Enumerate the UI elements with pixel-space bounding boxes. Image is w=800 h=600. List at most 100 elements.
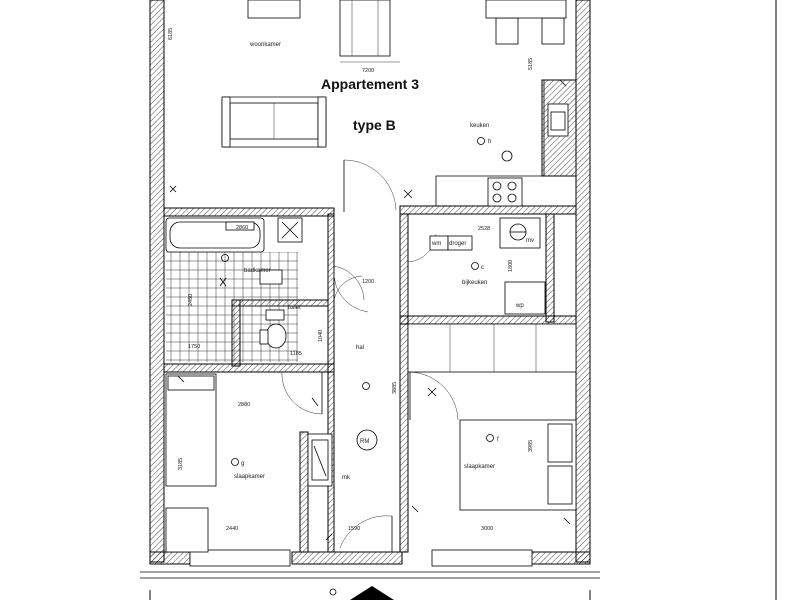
label-rm: RM [360,439,369,445]
dim-slp-r-w: 3000 [481,526,493,532]
toilet-basin [265,309,285,321]
dim-slp-l-h: 3185 [178,458,184,470]
sink-inner [550,111,566,131]
bed-left [165,373,217,487]
dim-bad-w: 2860 [236,225,248,231]
dim-keuken-height: 5185 [528,58,534,70]
dim-bad-h: 2450 [188,294,194,306]
wall-v-mk [299,431,309,553]
room-hal: hal [356,345,364,351]
door-arc-bad [333,265,365,301]
toilet-bowl [265,323,287,349]
dim-bij-w: 2528 [478,226,490,232]
light-icon-keuken [477,137,485,145]
outer-wall-bottom-right [529,551,591,565]
plan-type: type B [353,117,396,133]
light-icon-slp-left [231,458,239,466]
dim-box-bad [225,221,255,231]
wall-h-upper-left [163,207,335,217]
kitchen-counter [435,80,545,206]
room-badkamer: badkamer [244,268,271,274]
label-c: c [481,265,484,271]
outer-wall-right [575,0,591,563]
light-icon-hal [362,382,370,390]
droger-box [447,235,473,251]
wall-v-bij [545,213,555,323]
wall-h-upper-right [399,205,577,215]
pillow-right-1 [547,423,573,463]
mk-zig [313,445,327,477]
burner-3 [492,193,502,203]
label-droger: droger [449,241,466,247]
window-bottom-left [189,549,291,567]
rm-symbol [356,429,378,451]
light-icon-slp-right [486,434,494,442]
door-arc-slp-right [409,371,459,421]
dim-toilet-w: 1185 [290,351,302,357]
dim-hal-h: 3885 [392,382,398,394]
outer-wall-bottom-mid [291,551,403,565]
light-icon-bad [221,254,229,262]
dim-bad-bottom: 1750 [188,344,200,350]
chair-2 [541,17,565,45]
dim-toilet-h: 1040 [318,330,324,342]
pillow-left [167,375,215,391]
mv-box [499,217,541,249]
window-bottom-right [431,549,533,567]
dim-slp-r-h: 3985 [528,440,534,452]
wardrobe-left [165,507,209,553]
wall-h-mid-left [163,363,335,373]
dim-woon-height: 6185 [168,28,174,40]
chair-1 [495,17,519,45]
room-woonkamer: woonkamer [249,42,281,48]
stove [487,177,523,207]
label-h: h [488,139,491,145]
burner-1 [492,181,502,191]
cabinet-top [247,0,301,19]
plan-title: Appartement 3 [321,76,419,92]
door-arc-hal [343,159,397,211]
burner-4 [507,193,517,203]
toilet-tank [259,329,269,345]
point-marker [329,588,337,596]
dim-hal-w: 1200 [362,279,374,285]
outer-wall-left [149,0,165,563]
label-mv: mv [526,238,534,244]
door-arc-bad-2 [333,269,369,313]
dim-bij-h: 1800 [508,260,514,272]
door-arc-hal-2 [333,275,363,301]
room-bijkeuken: bijkeuken [462,280,487,286]
room-slaapkamer-right: slaapkamer [464,464,495,470]
room-keuken: keuken [470,123,489,129]
wp-box [504,281,546,315]
dim-slp-l-bottom: 2440 [226,526,238,532]
door-arc-entry [339,515,393,549]
dim-hal-bottom: 1590 [348,526,360,532]
burner-2 [507,181,517,191]
entry-arrow [350,586,394,600]
wardrobe-right [407,323,577,373]
pendant-icon [501,150,513,162]
room-slaapkamer-left: slaapkamer [234,474,265,480]
outer-wall-bottom-left [149,551,191,565]
electrical-symbols [169,79,571,541]
label-mk: mk [342,475,351,481]
shower-x-2 [281,221,299,239]
wall-v-hal-left [327,213,335,553]
sofa [221,96,327,148]
label-g: g [241,461,244,467]
label-f: f [497,437,499,443]
wall-v-hal-right [399,213,409,553]
label-wm: wm [431,241,441,247]
sideboard [485,0,567,19]
dim-woon-width: 7200 [362,68,374,74]
label-wp: wp [515,303,524,309]
door-arc-slp-left [281,371,323,415]
light-icon-bij [471,262,479,270]
table-top [339,0,391,57]
washbasin [259,269,283,285]
dim-slp-l-w: 2880 [238,402,250,408]
pillow-right-2 [547,465,573,505]
room-toilet: toilet [288,305,301,311]
